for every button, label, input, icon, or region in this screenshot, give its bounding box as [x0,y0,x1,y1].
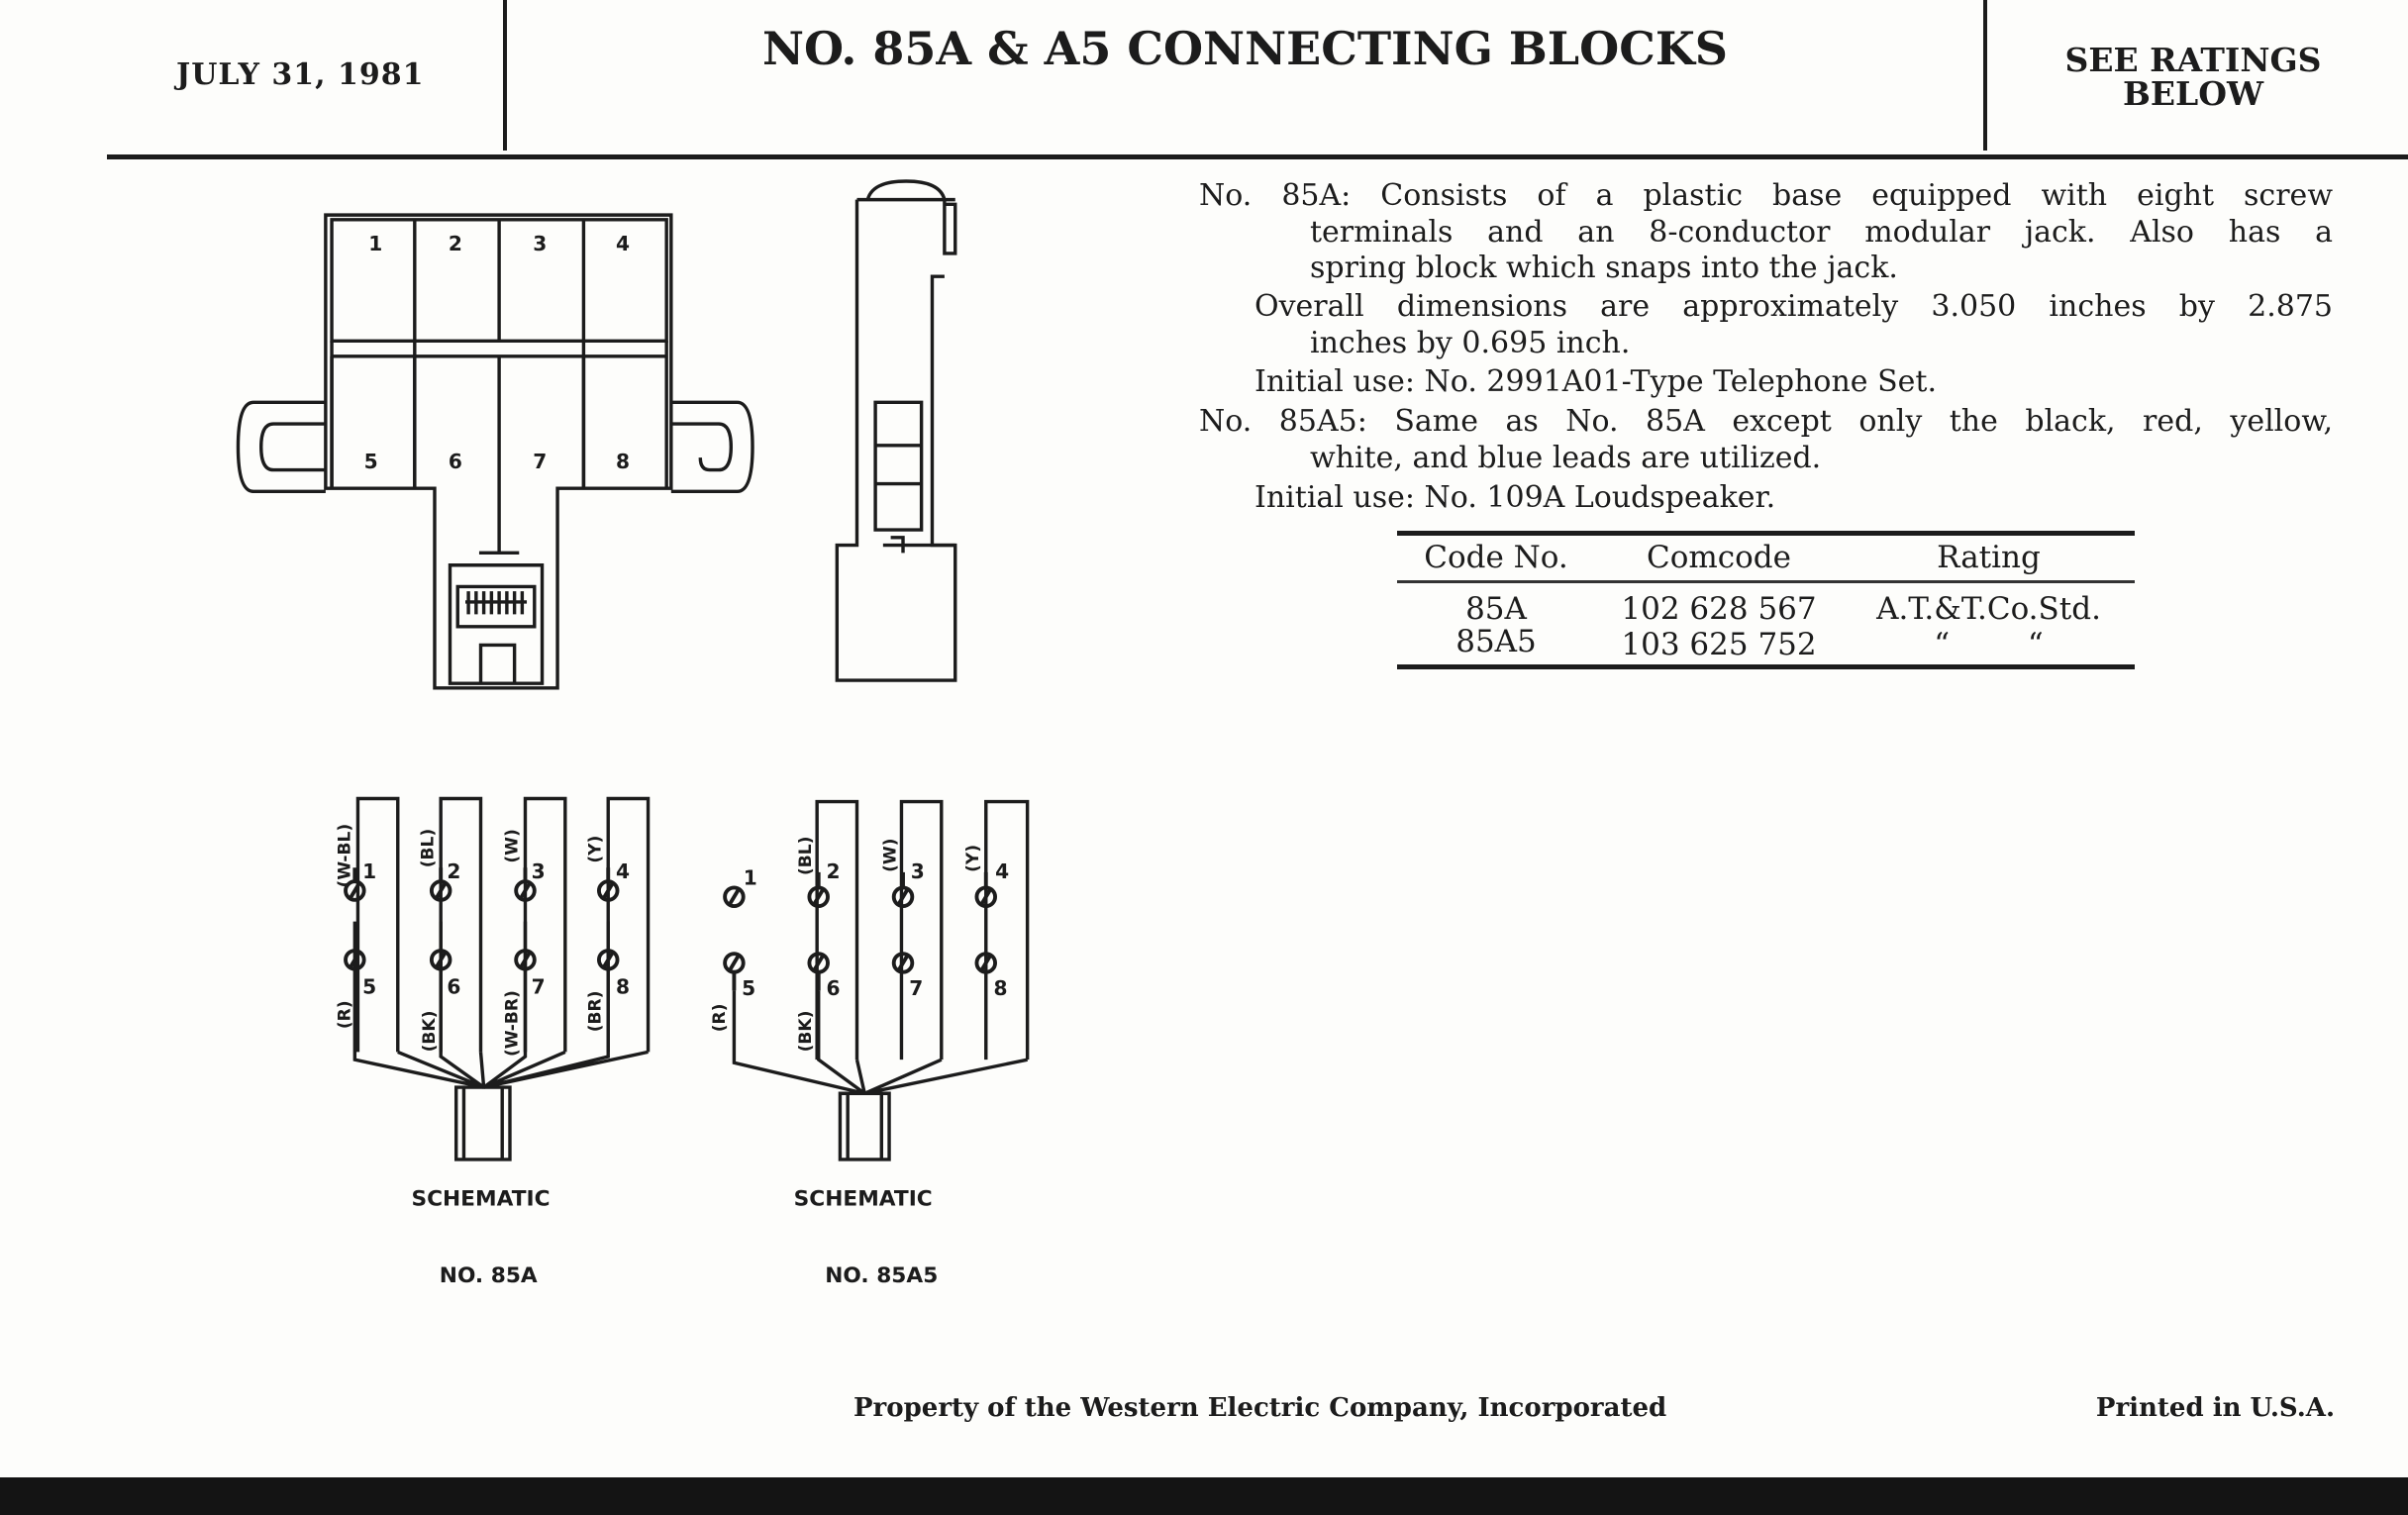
schematic-label: NO. 85A [440,1263,538,1288]
lead-color-label: (W-BR) [503,990,523,1057]
lead-color-label: (Y) [963,845,983,872]
ratings-note-line: SEE RATINGS [2064,41,2322,79]
lead-color-label: (BL) [418,829,438,867]
terminal-number: 4 [616,232,630,255]
block-side-view [835,179,957,682]
terminal-number: 7 [909,976,923,1000]
table-header-row: Code No. Comcode Rating [1397,533,2135,582]
description-initial-use-85A5: Initial use: No. 109A Loudspeaker. [1254,480,1776,515]
terminal-number: 1 [368,232,382,255]
header-rule [107,154,2408,159]
text-line: Overall dimensions are approximately 3.0… [1254,289,2333,324]
terminal-number: 3 [911,859,925,883]
lead-color-label: (R) [336,1000,355,1029]
description-dimensions: Overall dimensions are approximately 3.0… [1254,289,2333,361]
description-85A: No. 85A: Consists of a plastic base equi… [1199,178,2333,287]
terminal-number: 1 [744,865,757,889]
page-title: NO. 85A & A5 CONNECTING BLOCKS [761,22,1729,75]
terminal-number: 5 [742,976,755,1000]
terminal-number: 8 [616,450,630,473]
terminal-number: 6 [826,976,840,1000]
footer-printed-notice: Printed in U.S.A. [2095,1393,2335,1423]
schematic-85A: 1 2 3 4 5 6 7 8 (W-BL) (BL) (W) (Y) (R) … [336,796,651,1288]
ratings-note-line: BELOW [2122,74,2264,113]
terminal-number: 5 [362,974,376,998]
lead-color-label: (W) [503,829,523,862]
text-line: terminals and an 8-conductor modular jac… [1310,214,2333,250]
text-line: white, and blue leads are utilized. [1310,440,1822,475]
lead-color-label: (BK) [796,1011,816,1053]
block-top-view: 1 2 3 4 5 6 7 8 [236,213,754,690]
lead-color-label: (R) [710,1004,730,1033]
table-cell: 103 625 752 [1621,627,1817,662]
terminal-number: 3 [532,859,546,883]
table-row: 85A 102 628 567 A.T.&T.Co.Std. [1397,581,2135,627]
terminal-number: 5 [364,450,378,473]
terminal-number: 3 [533,232,547,255]
terminal-number: 4 [995,859,1009,883]
footer-property-notice: Property of the Western Electric Company… [853,1393,1667,1423]
ratings-table: Code No. Comcode Rating 85A 102 628 567 … [1397,531,2135,671]
terminal-number: 6 [449,450,462,473]
terminal-number: 1 [362,859,376,883]
lead-color-label: (BL) [796,837,816,875]
text-line: No. 85A5: Same as No. 85A except only th… [1199,404,2333,439]
terminal-number: 2 [826,859,840,883]
text-line: inches by 0.695 inch. [1310,325,1631,360]
terminal-number: 6 [447,974,460,998]
table-cell: 102 628 567 [1621,591,1817,627]
terminal-number: 8 [616,974,630,998]
terminal-number: 2 [447,859,460,883]
schematic-label: NO. 85A5 [825,1263,938,1288]
lead-color-label: (BK) [420,1011,440,1053]
header-divider-left [503,0,507,151]
scan-border [0,1477,2408,1515]
terminal-number: 7 [532,974,546,998]
terminal-number: 8 [994,976,1008,1000]
lead-color-label: (BR) [585,991,605,1033]
schematic-85A5: 1 2 3 4 5 6 7 8 (BL) (W) (Y) (R) (BK) SC… [710,799,1030,1288]
table-cell: A.T.&T.Co.Std. [1876,591,2101,627]
text-line: spring block which snaps into the jack. [1310,251,1898,285]
header-divider-right [1983,0,1987,151]
schematic-caption: SCHEMATIC [411,1186,550,1211]
table-row: 85A5 103 625 752 “ “ [1397,626,2135,667]
lead-color-label: (W-BL) [336,824,355,888]
ratings-note: SEE RATINGS BELOW [1985,44,2401,111]
table-cell: 85A [1465,591,1527,627]
description-85A5: No. 85A5: Same as No. 85A except only th… [1199,404,2333,476]
terminal-number: 2 [449,232,462,255]
table-cell: “ “ [1934,627,2044,662]
lead-color-label: (W) [880,839,900,872]
column-header: Code No. [1424,540,1568,575]
document-date: JULY 31, 1981 [176,57,425,92]
column-header: Rating [1937,540,2041,575]
schematic-caption: SCHEMATIC [794,1186,933,1211]
column-header: Comcode [1647,540,1791,575]
description-initial-use-85A: Initial use: No. 2991A01-Type Telephone … [1254,364,1937,399]
terminal-number: 7 [533,450,547,473]
lead-color-label: (Y) [585,836,605,863]
terminal-number: 4 [616,859,630,883]
text-line: No. 85A: Consists of a plastic base equi… [1199,178,2333,213]
table-cell: 85A5 [1455,624,1537,659]
